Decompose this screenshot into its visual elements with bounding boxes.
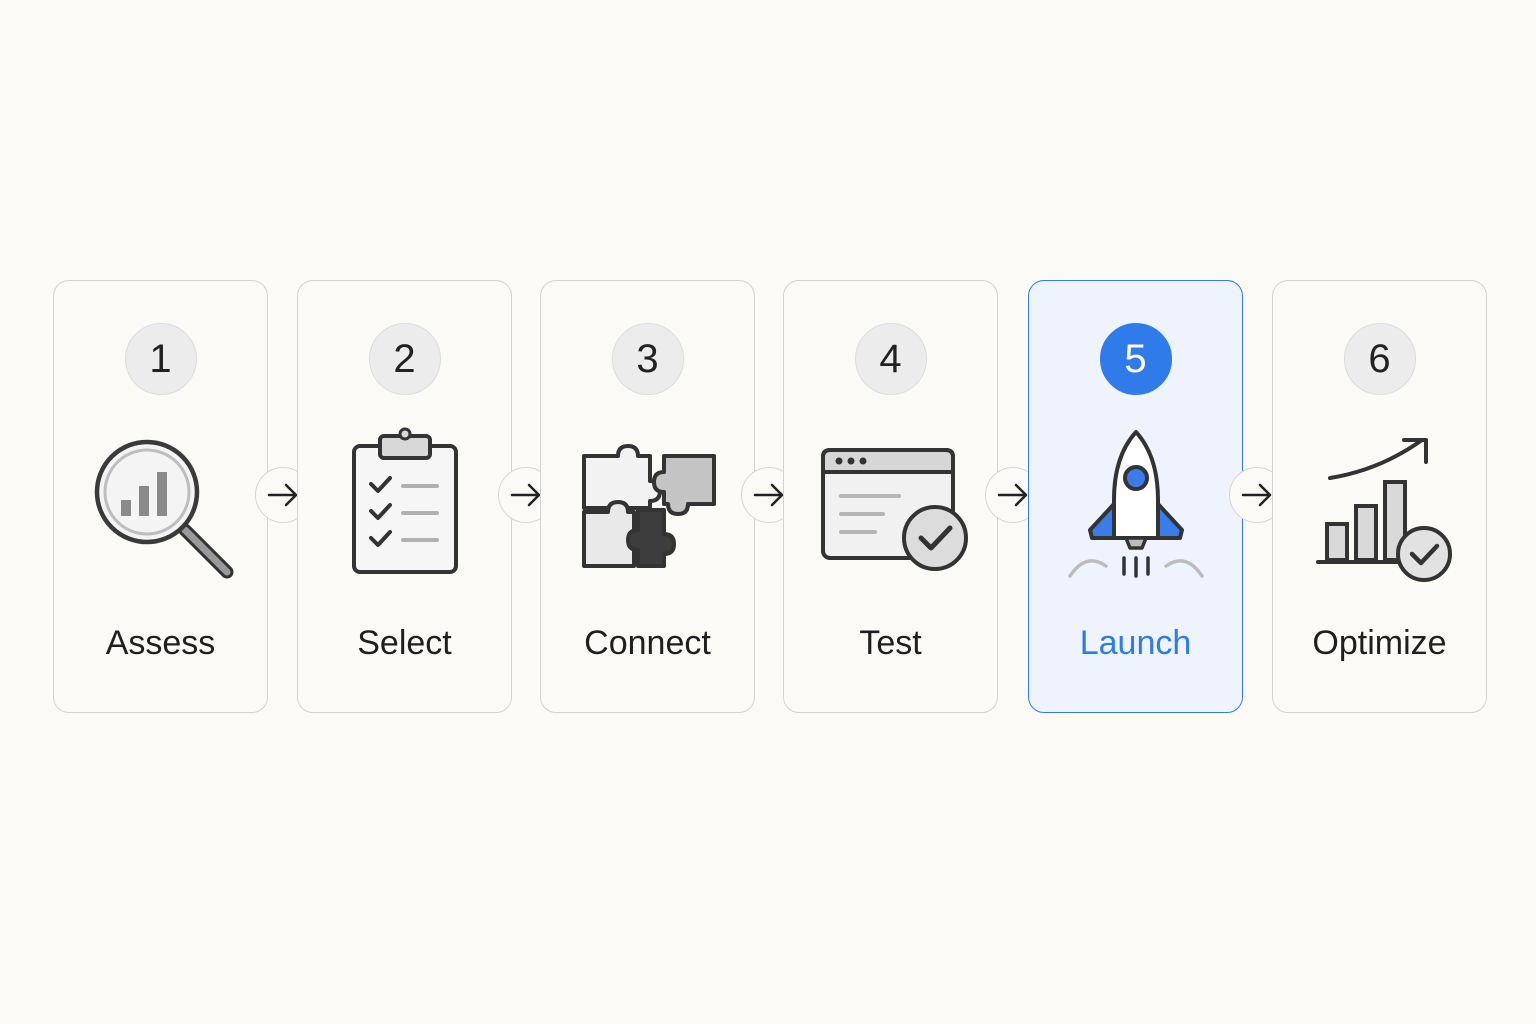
rocket-icon xyxy=(1068,430,1204,578)
growth-chart-check-icon xyxy=(1316,438,1452,582)
step-number-badge: 4 xyxy=(854,323,927,395)
step-number-badge: 1 xyxy=(124,323,197,395)
step-number-badge: 3 xyxy=(611,323,684,395)
arrow-right-icon xyxy=(267,483,298,507)
step-card-test[interactable]: 4 Test xyxy=(783,280,998,713)
clipboard-checklist-icon xyxy=(352,427,458,574)
step-card-assess[interactable]: 1 Assess xyxy=(53,280,268,713)
browser-check-icon xyxy=(821,448,968,571)
step-card-optimize[interactable]: 6 Optimize xyxy=(1272,280,1487,713)
step-number-badge: 2 xyxy=(368,323,441,395)
step-card-launch[interactable]: 5 Launch xyxy=(1028,280,1243,713)
arrow-right-icon xyxy=(997,483,1028,507)
step-label: Test xyxy=(859,624,922,662)
arrow-right-icon xyxy=(510,483,541,507)
arrow-right-icon xyxy=(1241,483,1272,507)
step-number-badge: 5 xyxy=(1099,323,1172,395)
step-label: Assess xyxy=(105,624,216,662)
step-label: Connect xyxy=(584,624,711,662)
magnifier-bar-chart-icon xyxy=(94,439,234,579)
step-label: Select xyxy=(357,624,452,662)
puzzle-pieces-icon xyxy=(582,444,716,568)
step-card-connect[interactable]: 3 Connect xyxy=(540,280,755,713)
step-label: Launch xyxy=(1079,624,1192,662)
step-number-badge: 6 xyxy=(1343,323,1416,395)
step-card-select[interactable]: 2 Select xyxy=(297,280,512,713)
step-label: Optimize xyxy=(1312,624,1447,662)
arrow-right-icon xyxy=(753,483,784,507)
